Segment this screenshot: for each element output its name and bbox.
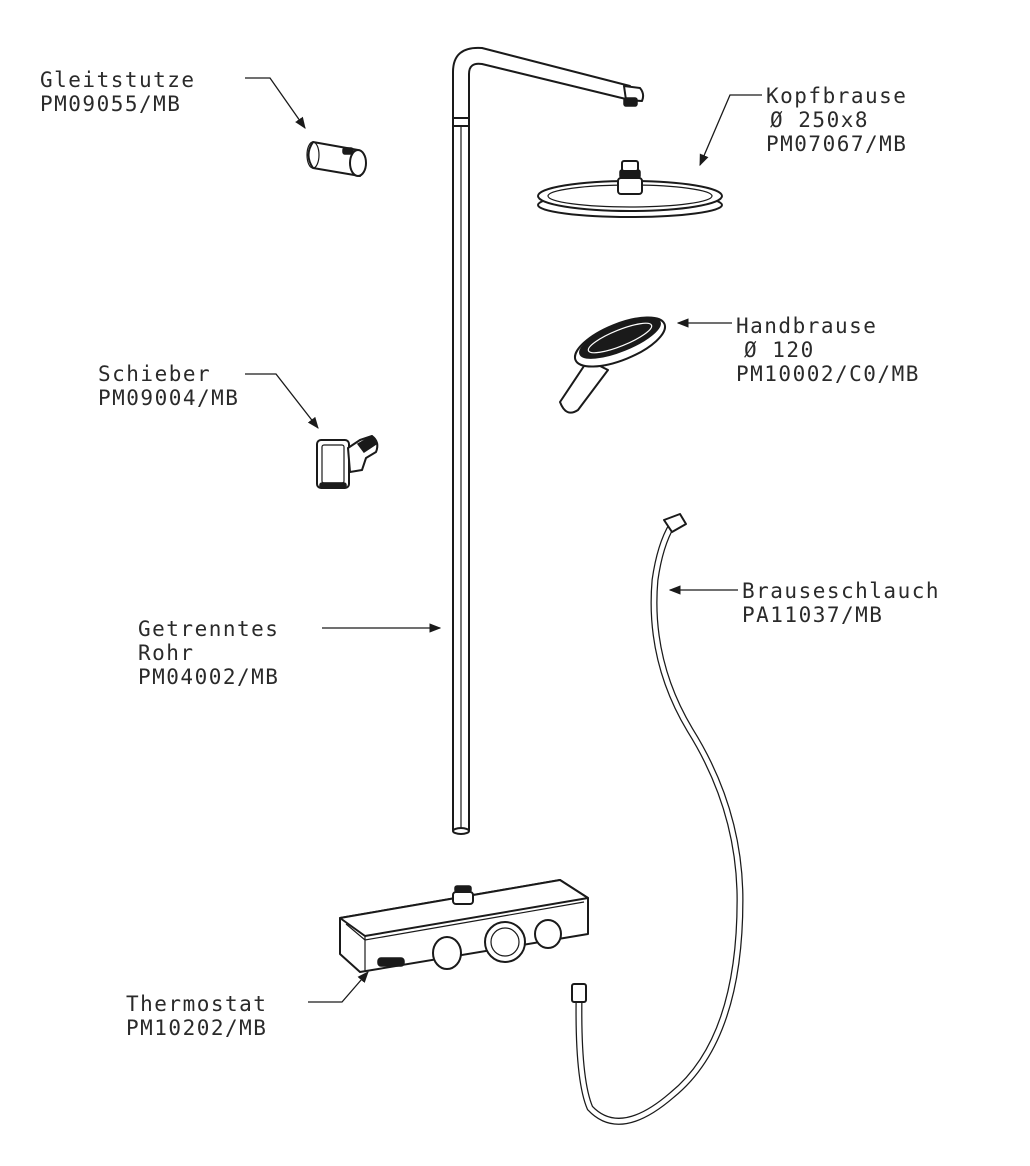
label-brauseschlauch-name: Brauseschlauch bbox=[742, 579, 940, 603]
thermostat-part bbox=[339, 879, 589, 973]
label-thermostat-name: Thermostat bbox=[126, 992, 267, 1016]
label-gleitstutze: Gleitstutze PM09055/MB bbox=[40, 68, 196, 116]
label-rohr-name2: Rohr bbox=[138, 641, 195, 665]
label-schieber: Schieber PM09004/MB bbox=[98, 362, 239, 410]
schieber-part bbox=[316, 434, 379, 489]
label-gleitstutze-code: PM09055/MB bbox=[40, 92, 181, 116]
leader-thermostat bbox=[308, 971, 369, 1003]
label-thermostat: Thermostat PM10202/MB bbox=[126, 992, 267, 1040]
label-kopfbrause-name: Kopfbrause bbox=[766, 84, 907, 108]
label-schieber-code: PM09004/MB bbox=[98, 386, 239, 410]
gleitstutze-part bbox=[306, 141, 367, 177]
label-rohr-name1: Getrenntes bbox=[138, 617, 279, 641]
shower-hose bbox=[571, 513, 744, 1125]
label-thermostat-code: PM10202/MB bbox=[126, 1016, 267, 1040]
riser-pipe bbox=[452, 46, 645, 835]
label-brauseschlauch-code: PA11037/MB bbox=[742, 603, 883, 627]
label-handbrause-code: PM10002/C0/MB bbox=[736, 362, 920, 386]
label-handbrause: Handbrause Ø 120 PM10002/C0/MB bbox=[736, 314, 920, 386]
label-schieber-name: Schieber bbox=[98, 362, 211, 386]
hand-shower bbox=[559, 316, 667, 414]
head-shower bbox=[537, 160, 723, 218]
label-rohr-code: PM04002/MB bbox=[138, 665, 279, 689]
label-handbrause-name: Handbrause bbox=[736, 314, 877, 338]
label-handbrause-size: Ø 120 bbox=[744, 338, 815, 362]
label-kopfbrause: Kopfbrause Ø 250x8 PM07067/MB bbox=[766, 84, 907, 156]
leader-schieber bbox=[245, 373, 319, 429]
label-rohr: Getrenntes Rohr PM04002/MB bbox=[138, 617, 279, 689]
leader-kopfbrause bbox=[699, 94, 762, 167]
leader-lines bbox=[245, 77, 762, 1003]
label-kopfbrause-code: PM07067/MB bbox=[766, 132, 907, 156]
label-kopfbrause-size: Ø 250x8 bbox=[770, 108, 869, 132]
leader-gleitstutze bbox=[245, 77, 306, 129]
label-brauseschlauch: Brauseschlauch PA11037/MB bbox=[742, 579, 940, 627]
label-gleitstutze-name: Gleitstutze bbox=[40, 68, 196, 92]
